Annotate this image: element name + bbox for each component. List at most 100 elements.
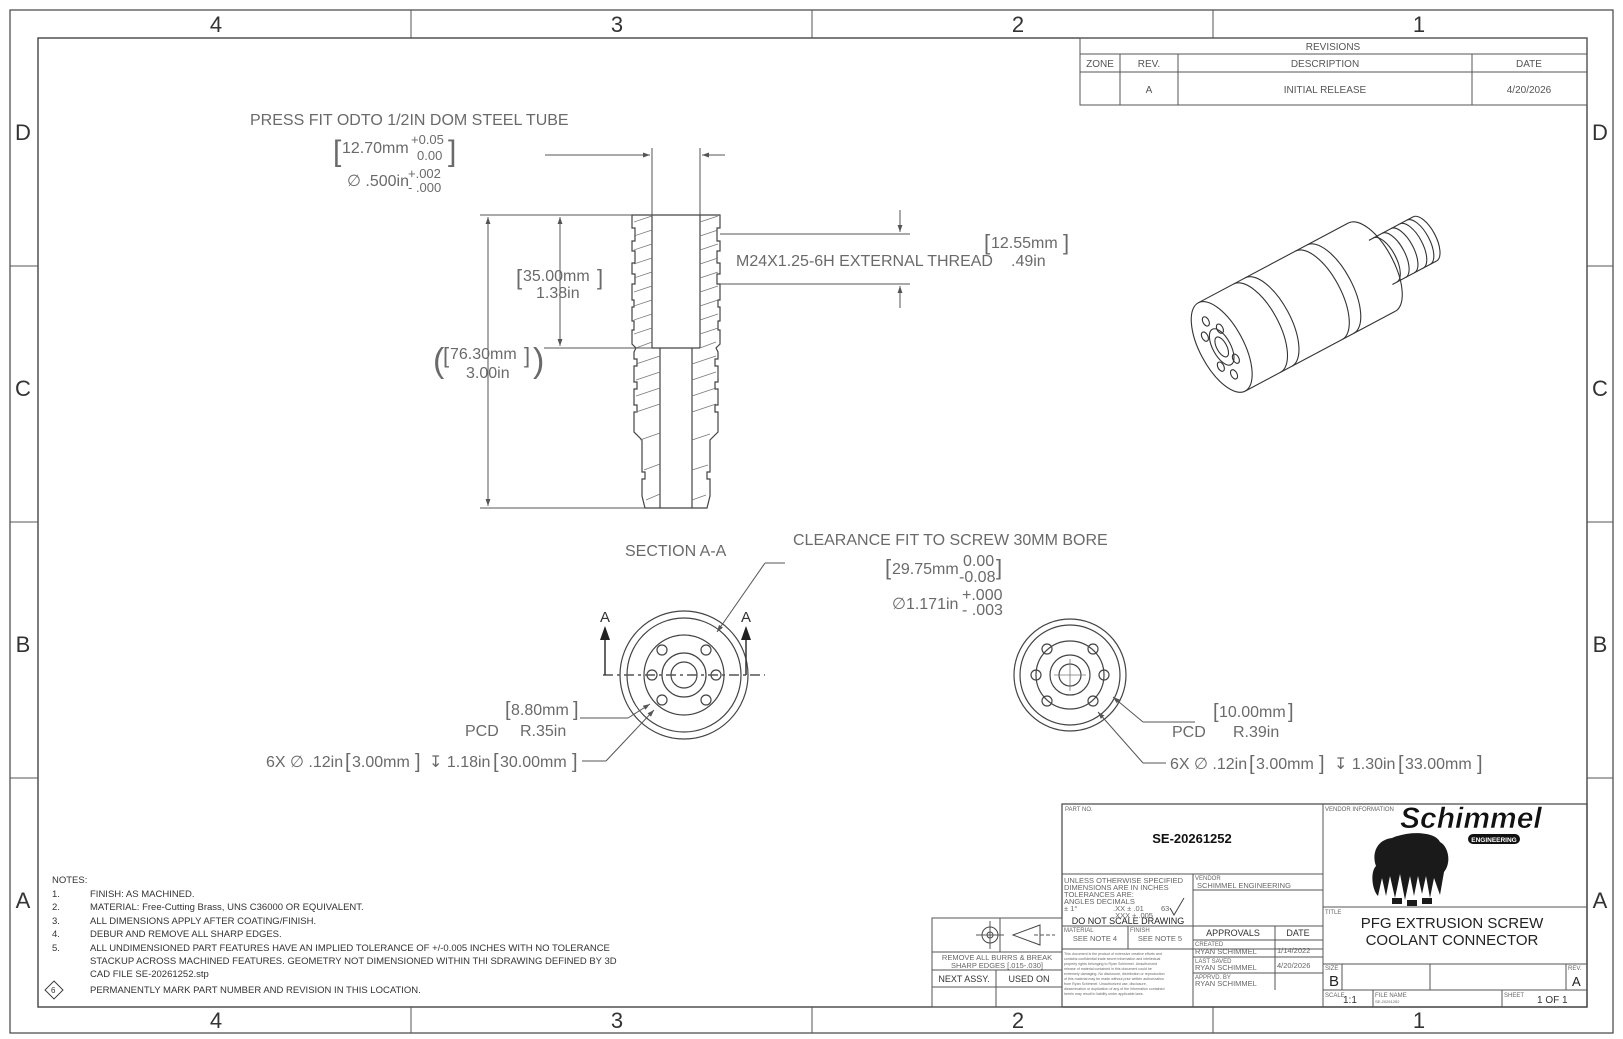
press-fit-in-tol-lower: - .000 [408,180,441,195]
note-4-text: DEBUR AND REMOVE ALL SHARP EDGES. [90,929,282,940]
row-label-left-c: C [15,376,31,401]
finish: SEE NOTE 5 [1138,934,1182,943]
hole-callout-right-depth-mm: 33.00mm [1405,756,1472,773]
svg-text:]: ] [415,751,421,773]
overall-len-in: 3.00in [466,365,510,382]
bracket-l: [ [333,135,342,168]
surface-finish: 63 [1161,904,1169,913]
note-5-text: ALL UNDIMENSIONED PART FEATURES HAVE AN … [90,943,610,954]
clearance-mm-tol-upper: 0.00 [963,553,994,570]
confidential-line-3: property rights belonging to Ryan Schimm… [1064,962,1157,966]
svg-text:]: ] [1288,701,1294,723]
pcd-right-mm: 10.00mm [1219,704,1286,721]
note-3-num: 3. [52,916,60,927]
rev-label: REV. [1568,966,1582,972]
svg-text:[: [ [505,699,511,721]
row-label-right-b: B [1593,632,1608,657]
col-label-top-1: 1 [1413,12,1425,37]
confidential-line-7: from Ryan Schimmel. Unauthorized use, di… [1064,982,1147,986]
section-label: SECTION A-A [625,543,727,560]
scale: 1:1 [1343,995,1357,1006]
zone-labels: 4 3 2 1 4 3 2 1 D C B A D C B A [15,12,1608,1033]
next-assy-label: NEXT ASSY. [938,974,989,984]
svg-text:[: [ [516,265,522,290]
hole-callout-right-mm: 3.00mm [1256,756,1314,773]
col-label-bottom-3: 3 [611,1008,623,1033]
svg-text:]: ] [524,343,530,368]
remove-burrs-line2: SHARP EDGES [.015-.030] [951,961,1043,970]
created-label: CREATED [1195,942,1224,948]
note-2-text: MATERIAL: Free-Cutting Brass, UNS C36000… [90,902,364,913]
note-2-num: 2. [52,902,60,913]
press-fit-note: PRESS FIT ODTO 1/2IN DOM STEEL TUBE [250,112,569,129]
note-6-flag-icon [44,980,64,1000]
vendor-label: VENDOR [1195,876,1221,882]
title-line-2: COOLANT CONNECTOR [1366,932,1539,949]
pcd-left-mm: 8.80mm [511,702,569,719]
press-fit-in-tol-upper: +.002 [408,166,441,181]
rev: A [1572,974,1581,989]
svg-text:]: ] [1319,753,1325,775]
row-label-right-c: C [1592,376,1608,401]
row-label-left-a: A [16,888,31,913]
press-fit-in: ∅ .500in [347,173,409,190]
section-hatching [633,215,719,501]
sheet-border [9,9,1614,1034]
created-by: RYAN SCHIMMEL [1195,947,1257,956]
svg-text:]: ] [572,751,578,773]
rev-row-description: INITIAL RELEASE [1284,85,1367,96]
hole-callout-left-depth: ↧ 1.18in [429,754,490,771]
svg-text:[: [ [1398,753,1404,775]
svg-text:[: [ [1213,701,1219,723]
sheet-number: 1 OF 1 [1537,995,1568,1006]
note-5-line3: CAD FILE SE-20261252.stp [90,969,209,980]
hole-callout-left-mm: 3.00mm [352,754,410,771]
title-block: REMOVE ALL BURRS & BREAK SHARP EDGES [.0… [931,802,1588,1008]
confidential-line-9: herein may result in liability under app… [1064,992,1144,996]
note-6-num: 6 [51,986,56,995]
col-label-bottom-4: 4 [210,1008,222,1033]
clearance-in-tol-upper: +.000 [962,587,1003,604]
row-label-left-b: B [16,632,31,657]
tol-angle: ± 1° [1064,904,1077,913]
approvals-date-header: DATE [1286,928,1309,938]
pcd-right-in: R.39in [1233,724,1279,741]
hole-callout-left-depth-mm: 30.00mm [500,754,567,771]
tolerance-line-1: UNLESS OTHERWISE SPECIFIED [1064,876,1184,885]
file-name-label: FILE NAME [1375,993,1407,999]
title-label: TITLE [1325,910,1341,916]
tol-xxx: .XXX ± .005 [1113,911,1153,920]
note-3-text: ALL DIMENSIONS APPLY AFTER COATING/FINIS… [90,916,316,927]
col-label-top-4: 4 [210,12,222,37]
schimmel-logo: Schimmel ENGINEERING [1372,802,1543,906]
tolerance-line-4: ANGLES DECIMALS [1064,897,1135,906]
rev-header-date: DATE [1516,59,1542,70]
col-label-top-3: 3 [611,12,623,37]
rev-header-rev: REV. [1138,59,1160,70]
confidential-line-1: This document is the product of extensiv… [1064,952,1162,956]
svg-text:[: [ [984,230,990,255]
thread-note: M24X1.25-6H EXTERNAL THREAD [736,253,993,270]
svg-text:[: [ [885,555,891,580]
overall-len-mm: 76.30mm [450,346,517,363]
tolerance-line-2: DIMENSIONS ARE IN INCHES [1064,883,1169,892]
part-no: SE-20261252 [1152,831,1232,846]
row-label-left-d: D [15,120,31,145]
svg-text:]: ] [573,699,579,721]
last-saved-by: RYAN SCHIMMEL [1195,963,1257,972]
approvals-header: APPROVALS [1206,928,1260,938]
remove-burrs-line1: REMOVE ALL BURRS & BREAK [942,953,1052,962]
surface-finish-icon [1169,897,1185,916]
svg-text:]: ] [1477,753,1483,775]
file-name: SE-20261252 [1375,999,1400,1004]
note-5-line2: STACKUP ACROSS MACHINED FEATURES. GEOMET… [90,956,617,967]
svg-text:[: [ [1249,753,1255,775]
notes-block: NOTES: 1. FINISH: AS MACHINED. 2. MATERI… [44,875,617,1000]
col-label-top-2: 2 [1012,12,1024,37]
pcd-left-label: PCD [465,723,499,740]
notes-heading: NOTES: [52,875,87,886]
clearance-in-tol-lower: - .003 [962,602,1003,619]
title-line-1: PFG EXTRUSION SCREW [1361,915,1544,932]
confidential-line-2: contains confidential trade secret infor… [1064,957,1160,961]
